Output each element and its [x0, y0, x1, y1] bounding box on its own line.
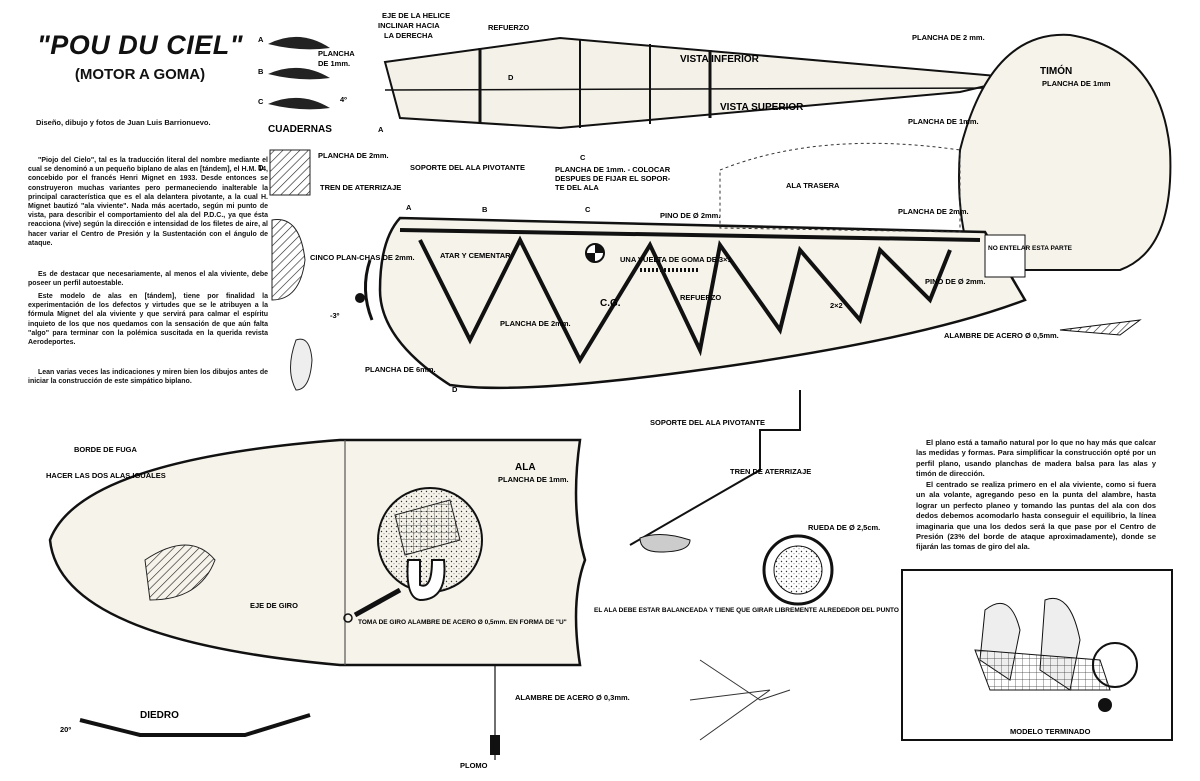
finished-model-photo: MODELO TERMINADO [901, 569, 1173, 741]
label-c1: C [258, 97, 264, 106]
label-pino-2mm: PINO DE Ø 2mm. [660, 211, 720, 220]
label-d2: D [508, 73, 514, 82]
label-modelo-terminado: MODELO TERMINADO [1010, 727, 1091, 736]
label-plancha-top: PLANCHA [318, 49, 355, 58]
wing-plan-view: BORDE DE FUGA HACER LAS DOS ALAS IGUALES… [46, 438, 587, 667]
label-inclinar: INCLINAR HACIA [378, 21, 440, 30]
label-angle-20: 20º [60, 725, 71, 734]
label-rueda: RUEDA DE Ø 2,5cm. [808, 523, 880, 532]
label-d1: D [258, 163, 264, 172]
intro-paragraph: "Piojo del Cielo", tal es la traducción … [28, 157, 268, 247]
advice-paragraph: Lean varias veces las indicaciones y mir… [28, 369, 268, 386]
balance-note-paragraph: El centrado se realiza primero en el ala… [916, 480, 1156, 552]
dihedral-diagram: DIEDRO 20º [60, 710, 311, 737]
page-subtitle: (MOTOR A GOMA) [74, 66, 206, 83]
wheel-profile [290, 338, 313, 391]
purpose-paragraph: Este modelo de alas en [tándem], tiene p… [28, 293, 268, 347]
label-vista-inferior: VISTA INFERIOR [680, 54, 760, 65]
label-derecha: LA DERECHA [384, 31, 433, 40]
label-plancha-2mm-mid: PLANCHA DE 2mm. [500, 319, 571, 328]
label-ala-plancha: PLANCHA DE 1mm. [498, 475, 569, 484]
profile-b [268, 67, 330, 80]
label-toma-giro: TOMA DE GIRO ALAMBRE DE ACERO Ø 0,5mm. E… [358, 619, 567, 626]
label-refuerzo-top: REFUERZO [488, 23, 529, 32]
label-vista-superior: VISTA SUPERIOR [720, 102, 804, 113]
label-plancha-2mm-left: PLANCHA DE 2mm. [318, 151, 389, 160]
label-minus-3: -3º [330, 311, 340, 320]
label-cg: C.G. [600, 298, 621, 309]
plan-note-paragraph: El plano está a tamaño natural por lo qu… [916, 438, 1156, 479]
label-ala-trasera: ALA TRASERA [786, 181, 840, 190]
label-timon: TIMÓN [1040, 64, 1072, 77]
label-soporte-ala: SOPORTE DEL ALA PIVOTANTE [410, 163, 525, 172]
pivot-support-detail: SOPORTE DEL ALA PIVOTANTE TREN DE ATERRI… [460, 390, 932, 770]
label-te-del-ala: TE DEL ALA [555, 183, 599, 192]
label-ala-debe: EL ALA DEBE ESTAR BALANCEADA Y TIENE QUE… [594, 607, 932, 614]
label-pino-2mm-b: PINO DE Ø 2mm. [925, 277, 985, 286]
label-cinco-planchas: CINCO PLAN-CHAS DE 2mm. [310, 253, 415, 262]
frame-d [269, 149, 311, 196]
label-no-entelar: NO ENTELAR ESTA PARTE [988, 245, 1073, 252]
label-plancha-1mm-right: PLANCHA DE 1mm. [908, 117, 979, 126]
page-title: "POU DU CIEL" [36, 30, 244, 60]
label-c2: C [580, 153, 586, 162]
label-diedro: DIEDRO [140, 710, 179, 721]
fuselage-side-view: ALA TRASERA PLANCHA DE 2mm. SOPORTE DEL … [310, 142, 1073, 394]
label-timon-plancha: PLANCHA DE 1mm [1042, 79, 1111, 88]
label-cuadernas: CUADERNAS [268, 124, 332, 135]
label-alambre-03: ALAMBRE DE ACERO Ø 0,3mm. [515, 693, 630, 702]
label-plancha-2mm-top: PLANCHA DE 2 mm. [912, 33, 985, 42]
label-angle-4: 4º [340, 95, 347, 104]
label-atar: ATAR Y CEMENTAR [440, 251, 511, 260]
label-2x2: 2×2 [830, 301, 843, 310]
label-1mm-top: DE 1mm. [318, 59, 350, 68]
label-alambre-05: ALAMBRE DE ACERO Ø 0,5mm. [944, 331, 1059, 340]
label-a2: A [378, 125, 384, 134]
label-tren2: TREN DE ATERRIZAJE [730, 467, 811, 476]
label-plancha-2mm-tail: PLANCHA DE 2mm. [898, 207, 969, 216]
label-plancha-colocar: PLANCHA DE 1mm. - COLOCAR [555, 165, 671, 174]
wire-piece [1059, 319, 1142, 336]
label-tren: TREN DE ATERRIZAJE [320, 183, 401, 192]
label-refuerzo-mid: REFUERZO [680, 293, 721, 302]
profile-a [268, 36, 330, 50]
label-eje-helice: EJE DE LA HELICE [382, 11, 450, 20]
label-a3: A [406, 203, 412, 212]
label-a1: A [258, 35, 264, 44]
cross-section-profiles: A B C CUADERNAS D [258, 35, 332, 391]
label-eje-giro: EJE DE GIRO [250, 601, 298, 610]
label-ala: ALA [515, 462, 536, 473]
label-plancha-6mm: PLANCHA DE 6mm. [365, 365, 436, 374]
label-hacer-alas: HACER LAS DOS ALAS IGUALES [46, 471, 166, 480]
profile-c [268, 97, 330, 110]
label-b3: B [482, 205, 488, 214]
fuselage-plan-views: VISTA INFERIOR VISTA SUPERIOR EJE DE LA … [318, 11, 1021, 162]
credit-line: Diseño, dibujo y fotos de Juan Luis Barr… [36, 118, 211, 127]
label-plomo: PLOMO [460, 761, 488, 770]
label-c3: C [585, 205, 591, 214]
label-borde-fuga: BORDE DE FUGA [74, 445, 138, 454]
label-d3: D [452, 385, 458, 394]
label-despues: DESPUES DE FIJAR EL SOPOR- [555, 174, 671, 183]
label-soporte-ala2: SOPORTE DEL ALA PIVOTANTE [650, 418, 765, 427]
profile-paragraph: Es de destacar que necesariamente, al me… [28, 271, 268, 288]
frame-side [271, 219, 306, 301]
label-una-vuelta: UNA VUELTA DE GOMA DE 3×1 [620, 255, 732, 264]
label-b1: B [258, 67, 264, 76]
